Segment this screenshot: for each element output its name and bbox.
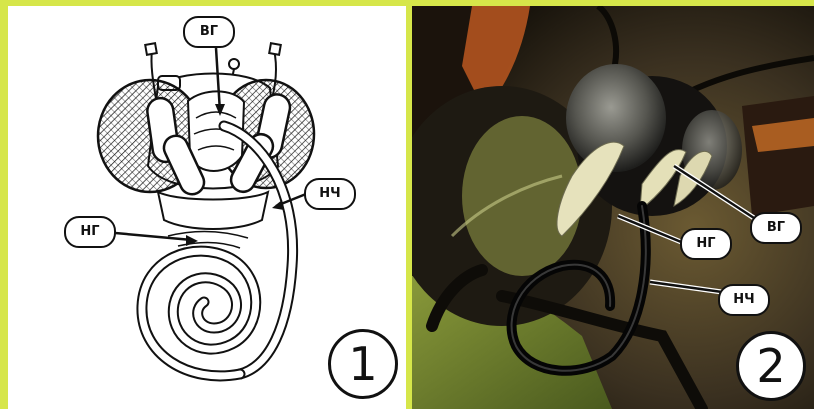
photo-label-lower-jaw: НГ	[680, 228, 732, 260]
label-lower-jaw: НГ	[64, 216, 116, 248]
photo-label-proboscis: НЧ	[718, 284, 770, 316]
panel-number-1: 1	[328, 329, 398, 399]
label-upper-jaw: ВГ	[183, 16, 235, 48]
panel-photo: НГ ВГ НЧ 2	[412, 6, 814, 409]
photo-label-upper-jaw: ВГ	[750, 212, 802, 244]
panel-drawing: ВГ НЧ НГ 1	[8, 6, 406, 409]
panel-number-2: 2	[736, 331, 806, 401]
label-proboscis: НЧ	[304, 178, 356, 210]
